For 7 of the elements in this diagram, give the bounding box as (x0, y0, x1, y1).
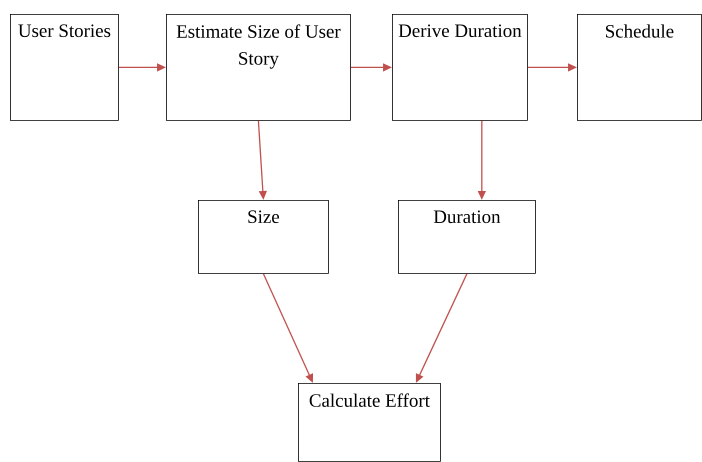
process-box: Calculate Effort (298, 383, 441, 462)
process-box: Duration (398, 200, 536, 274)
process-box: Schedule (577, 14, 702, 121)
process-box: User Stories (10, 14, 119, 121)
process-box: Size (198, 200, 329, 274)
process-box: Estimate Size of User Story (166, 14, 351, 121)
process-box: Derive Duration (392, 14, 528, 121)
